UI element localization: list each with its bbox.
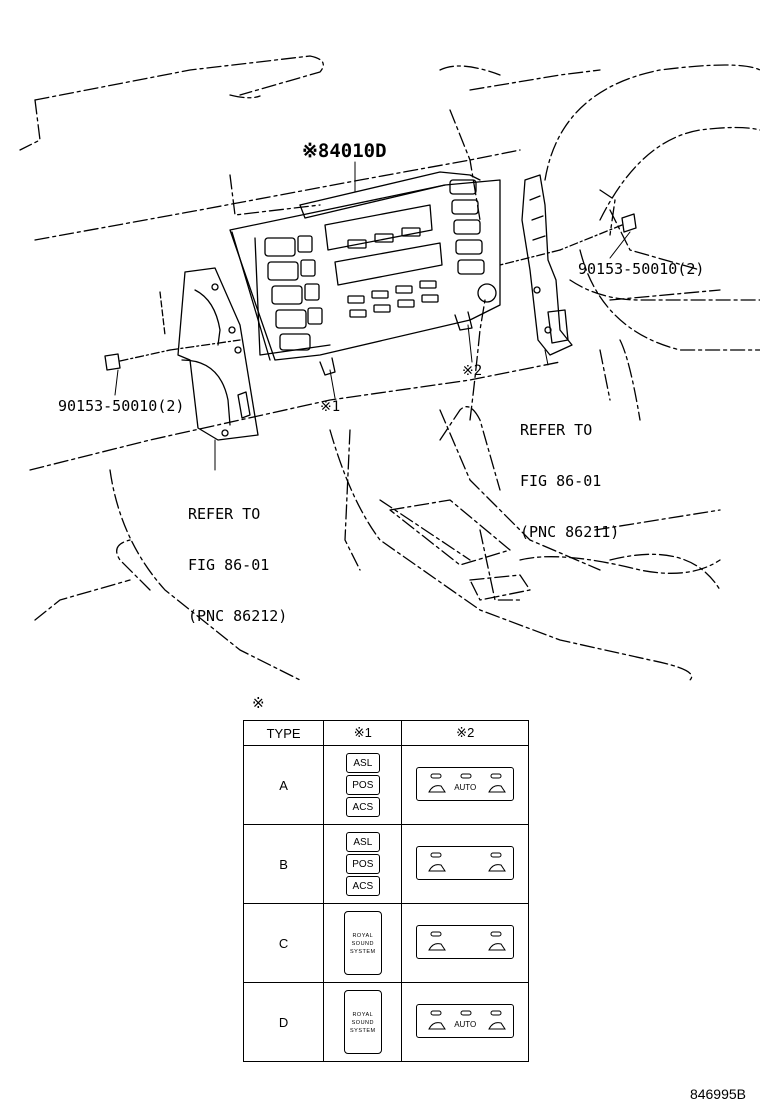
climate-panel-icons — [428, 773, 507, 792]
left-refer-line: (PNC 86212) — [188, 607, 288, 625]
left-bolt-icon — [104, 339, 241, 371]
pos-switch: POS — [345, 775, 380, 795]
left-bracket — [159, 267, 259, 441]
acs-switch: ACS — [345, 797, 380, 817]
auto-label: AUTO — [454, 1019, 477, 1029]
header-type: TYPE — [242, 720, 325, 746]
right-refer-note: REFER TO FIG 86-01 (PNC 86211) — [520, 388, 619, 558]
steering-wheel-outline — [544, 64, 760, 351]
auto-label: AUTO — [454, 782, 477, 792]
switch-cell: ASL POS ACS — [323, 745, 403, 825]
panel-cell — [401, 903, 529, 983]
type-cell: B — [242, 824, 325, 904]
table-row: B ASL POS ACS — [242, 824, 529, 904]
note1-marker: ※1 — [320, 399, 341, 415]
badge-line: SYSTEM — [350, 949, 376, 955]
asl-switch: ASL — [345, 753, 380, 773]
climate-panel: AUTO — [416, 1003, 515, 1038]
climate-panel-icons — [428, 1010, 507, 1029]
right-bolt-label: 90153-50010(2) — [578, 260, 705, 278]
royal-sound-system-switch: ROYAL SOUND SYSTEM — [343, 990, 382, 1054]
note2-marker: ※2 — [462, 363, 483, 379]
left-refer-line: REFER TO — [188, 505, 261, 523]
panel-cell: AUTO — [401, 745, 529, 825]
table-row: A ASL POS ACS AUTO — [242, 745, 529, 825]
badge-line: ROYAL — [352, 933, 374, 939]
main-part-number: ※84010D — [302, 140, 387, 162]
leader-lines — [114, 161, 631, 471]
right-refer-line: (PNC 86211) — [520, 523, 620, 541]
acs-switch: ACS — [345, 876, 380, 896]
type-variant-table: TYPE ※1 ※2 A ASL POS ACS — [242, 720, 529, 1062]
badge-cell: ROYAL SOUND SYSTEM — [323, 982, 403, 1062]
left-refer-line: FIG 86-01 — [188, 556, 270, 574]
climate-panel-icons — [428, 852, 507, 871]
audio-unit-84010D — [229, 171, 501, 376]
badge-line: ROYAL — [352, 1012, 374, 1018]
right-button-column — [449, 179, 497, 303]
pos-switch: POS — [345, 854, 380, 874]
table-row: C ROYAL SOUND SYSTEM — [242, 903, 529, 983]
table-note-symbol: ※ — [252, 694, 265, 712]
panel-cell — [401, 824, 529, 904]
table-row: D ROYAL SOUND SYSTEM AUTO — [242, 982, 529, 1062]
header-note2: ※2 — [401, 720, 529, 746]
type-cell: A — [242, 745, 325, 825]
left-bolt-label: 90153-50010(2) — [58, 397, 185, 415]
figure-id: 846995B — [689, 1086, 746, 1102]
badge-line: SYSTEM — [350, 1028, 376, 1034]
asl-switch: ASL — [345, 832, 380, 852]
right-bracket — [521, 174, 573, 356]
climate-panel — [416, 845, 515, 880]
climate-panel-icons — [428, 931, 507, 950]
climate-panel: AUTO — [416, 766, 515, 801]
right-bolt-icon — [499, 213, 637, 266]
type-cell: C — [242, 903, 325, 983]
royal-sound-system-switch: ROYAL SOUND SYSTEM — [343, 911, 382, 975]
badge-cell: ROYAL SOUND SYSTEM — [323, 903, 403, 983]
right-refer-line: FIG 86-01 — [520, 472, 602, 490]
climate-panel — [416, 924, 515, 959]
left-button-column — [264, 235, 323, 351]
switch-cell: ASL POS ACS — [323, 824, 403, 904]
type-cell: D — [242, 982, 325, 1062]
left-refer-note: REFER TO FIG 86-01 (PNC 86212) — [188, 472, 287, 642]
header-note1: ※1 — [323, 720, 403, 746]
badge-line: SOUND — [351, 941, 375, 947]
right-refer-line: REFER TO — [520, 421, 593, 439]
dashboard-outline — [19, 55, 721, 681]
panel-cell: AUTO — [401, 982, 529, 1062]
table-header-row: TYPE ※1 ※2 — [242, 720, 529, 746]
badge-line: SOUND — [351, 1020, 375, 1026]
